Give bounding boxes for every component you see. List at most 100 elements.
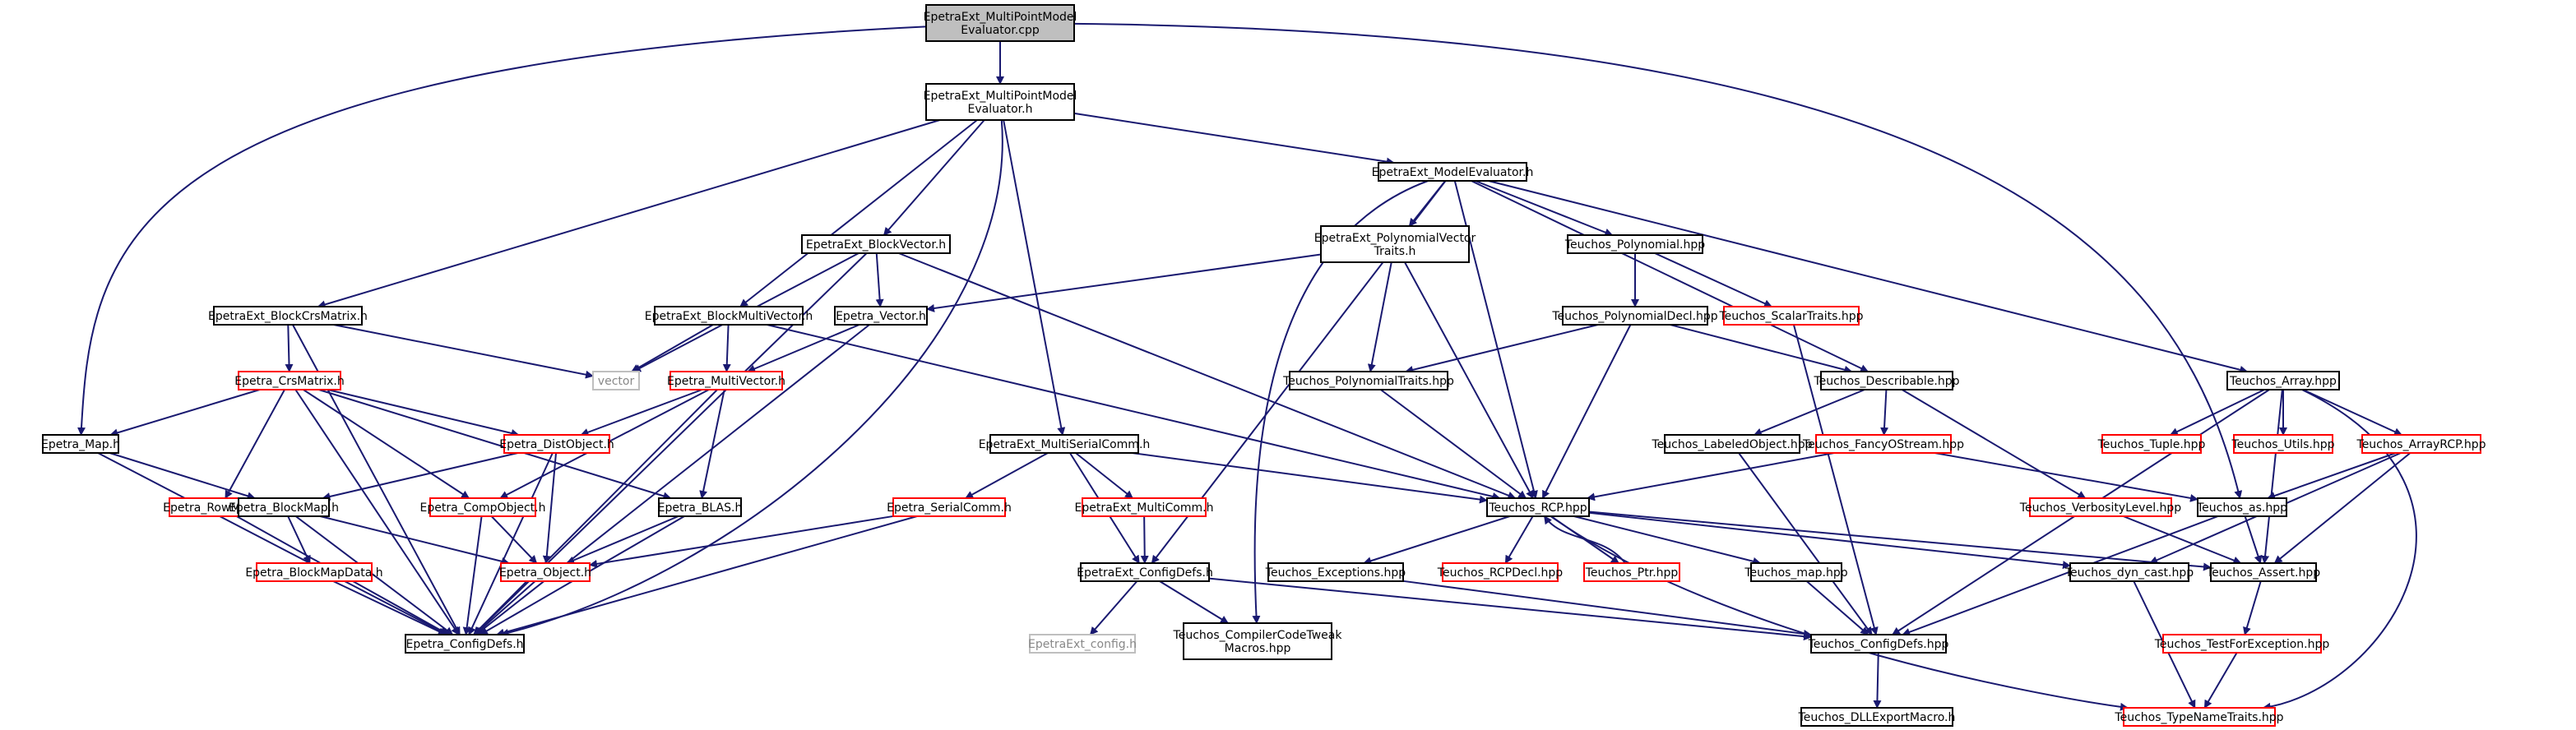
node-ext-config[interactable]: EpetraExt_ConfigDefs.h bbox=[1077, 562, 1213, 582]
node-blockmap-data[interactable]: Epetra_BlockMapData.h bbox=[245, 562, 383, 582]
node-array-rcp[interactable]: Teuchos_ArrayRCP.hpp bbox=[2356, 434, 2486, 454]
node-box bbox=[1723, 306, 1860, 326]
edge-root-to-epetra-map bbox=[77, 25, 927, 436]
node-comp-object[interactable]: Epetra_CompObject.h bbox=[420, 497, 546, 517]
node-describable[interactable]: Teuchos_Describable.hpp bbox=[1813, 371, 1960, 390]
edge-test-for-exc-to-type-name-traits bbox=[2203, 652, 2238, 709]
node-poly-traits-hpp[interactable]: Teuchos_PolynomialTraits.hpp bbox=[1282, 371, 1454, 390]
node-model-eval[interactable]: EpetraExt_ModelEvaluator.h bbox=[1372, 162, 1534, 182]
node-verbosity[interactable]: Teuchos_VerbosityLevel.hpp bbox=[2019, 497, 2182, 517]
node-poly-decl[interactable]: Teuchos_PolynomialDecl.hpp bbox=[1551, 306, 1718, 326]
node-exceptions[interactable]: Teuchos_Exceptions.hpp bbox=[1265, 562, 1406, 582]
edge-teuchos-config-to-dll-export bbox=[1873, 652, 1882, 709]
node-box bbox=[925, 83, 1075, 121]
node-block-crs[interactable]: EpetraExt_BlockCrsMatrix.h bbox=[208, 306, 368, 326]
node-rcp-decl[interactable]: Teuchos_RCPDecl.hpp bbox=[1437, 562, 1564, 582]
node-label: Epetra_CrsMatrix.h bbox=[234, 375, 344, 388]
edge-poly-traits-h-to-epetra-vector bbox=[926, 253, 1322, 312]
node-epetra-vector[interactable]: Epetra_Vector.h bbox=[834, 306, 928, 326]
node-test-for-exc[interactable]: Teuchos_TestForException.hpp bbox=[2154, 634, 2330, 654]
node-label: Teuchos_Utils.hpp bbox=[2231, 438, 2335, 451]
node-box bbox=[503, 434, 610, 454]
node-epetra-blas[interactable]: Epetra_BLAS.h bbox=[658, 497, 743, 517]
edge-ext-multi-comm-to-ext-config bbox=[1140, 515, 1149, 564]
node-serial-comm[interactable]: Epetra_SerialComm.h bbox=[887, 497, 1012, 517]
node-type-name-traits[interactable]: Teuchos_TypeNameTraits.hpp bbox=[2114, 707, 2284, 727]
edge-scalar-traits-to-teuchos-config bbox=[1792, 324, 1879, 635]
node-teuchos-map[interactable]: Teuchos_map.hpp bbox=[1744, 562, 1848, 582]
edge-array-rcp-to-teuchos-as bbox=[2267, 452, 2397, 500]
node-dyn-cast[interactable]: Teuchos_dyn_cast.hpp bbox=[2064, 562, 2194, 582]
node-box bbox=[2197, 497, 2287, 517]
node-teuchos-rcp[interactable]: Teuchos_RCP.hpp bbox=[1486, 497, 1590, 517]
node-label: vector bbox=[598, 375, 635, 388]
edge-mpme-h-to-block-crs bbox=[317, 119, 941, 309]
node-scalar-traits[interactable]: Teuchos_ScalarTraits.hpp bbox=[1718, 306, 1864, 326]
node-box bbox=[405, 634, 525, 654]
edge-block-mv-to-vector bbox=[631, 324, 714, 372]
edge-dist-object-to-block-map bbox=[322, 452, 518, 501]
node-label: Epetra_ConfigDefs.h bbox=[405, 638, 523, 651]
edge-assert-to-test-for-exc bbox=[2243, 580, 2262, 635]
edge-model-eval-to-describable bbox=[1471, 180, 1869, 372]
edge-ext-config-to-teuchos-config bbox=[1208, 577, 1812, 641]
node-teuchos-config[interactable]: Teuchos_ConfigDefs.hpp bbox=[1808, 634, 1949, 654]
node-crs-matrix[interactable]: Epetra_CrsMatrix.h bbox=[234, 371, 345, 390]
node-block-vector[interactable]: EpetraExt_BlockVector.h bbox=[801, 234, 951, 254]
node-assert[interactable]: Teuchos_Assert.hpp bbox=[2206, 562, 2320, 582]
node-label: Teuchos_RCP.hpp bbox=[1488, 501, 1587, 515]
node-utils[interactable]: Teuchos_Utils.hpp bbox=[2231, 434, 2335, 454]
node-box bbox=[654, 306, 804, 326]
edge-block-crs-to-crs-matrix bbox=[285, 324, 294, 372]
node-label: Teuchos_PolynomialDecl.hpp bbox=[1551, 310, 1717, 323]
node-box bbox=[1810, 634, 1947, 654]
node-box bbox=[1378, 162, 1527, 182]
node-dll-export[interactable]: Teuchos_DLLExportMacro.h bbox=[1798, 707, 1956, 727]
node-dist-object[interactable]: Epetra_DistObject.h bbox=[499, 434, 614, 454]
edge-epetra-vector-to-multivector bbox=[747, 324, 860, 373]
node-epetra-object[interactable]: Epetra_Object.h bbox=[499, 562, 591, 582]
node-ptr[interactable]: Teuchos_Ptr.hpp bbox=[1583, 562, 1680, 582]
node-block-map[interactable]: Epetra_BlockMap.h bbox=[229, 497, 339, 517]
node-epetra-map[interactable]: Epetra_Map.h bbox=[41, 434, 120, 454]
edge-exceptions-to-teuchos-config bbox=[1402, 580, 1812, 638]
edge-mpme-h-to-epetra-config bbox=[500, 119, 1003, 637]
node-box bbox=[2226, 371, 2340, 390]
node-epetra-config[interactable]: Epetra_ConfigDefs.h bbox=[405, 634, 525, 654]
node-teuchos-poly[interactable]: Teuchos_Polynomial.hpp bbox=[1564, 234, 1705, 254]
node-block-mv[interactable]: EpetraExt_BlockMultiVector.h bbox=[645, 306, 813, 326]
edge-multivector-to-epetra-config bbox=[473, 389, 718, 635]
edge-teuchos-as-to-teuchos-config bbox=[1902, 515, 2219, 636]
node-label: Teuchos_map.hpp bbox=[1744, 566, 1847, 580]
node-teuchos-array[interactable]: Teuchos_Array.hpp bbox=[2226, 371, 2340, 390]
node-box bbox=[669, 371, 783, 390]
node-label: Evaluator.cpp bbox=[961, 24, 1040, 37]
node-box bbox=[1320, 225, 1470, 263]
edge-root-to-teuchos-as bbox=[1073, 22, 2243, 499]
node-label: Teuchos_Exceptions.hpp bbox=[1265, 566, 1406, 580]
node-box bbox=[1800, 707, 1953, 727]
node-ext-multi-comm[interactable]: EpetraExt_MultiComm.h bbox=[1075, 497, 1214, 517]
node-tuple[interactable]: Teuchos_Tuple.hpp bbox=[2097, 434, 2206, 454]
node-multivector[interactable]: Epetra_MultiVector.h bbox=[667, 371, 785, 390]
node-box bbox=[213, 306, 363, 326]
node-box bbox=[256, 562, 373, 582]
edge-fancy-ostream-to-teuchos-rcp bbox=[1587, 452, 1835, 501]
edge-fancy-ostream-to-teuchos-as bbox=[1934, 452, 2198, 502]
node-label: Teuchos_Polynomial.hpp bbox=[1564, 238, 1705, 252]
edge-multi-serial-comm-to-teuchos-rcp bbox=[1132, 452, 1488, 504]
node-multi-serial-comm[interactable]: EpetraExt_MultiSerialComm.h bbox=[979, 434, 1151, 454]
node-label: Teuchos_PolynomialTraits.hpp bbox=[1282, 375, 1454, 388]
node-label: Teuchos_TestForException.hpp bbox=[2154, 638, 2330, 651]
node-teuchos-as[interactable]: Teuchos_as.hpp bbox=[2196, 497, 2287, 517]
node-fancy-ostream[interactable]: Teuchos_FancyOStream.hpp bbox=[1802, 434, 1964, 454]
edge-teuchos-array-to-assert bbox=[2261, 389, 2283, 564]
node-labeled-object[interactable]: Teuchos_LabeledObject.hpp bbox=[1651, 434, 1813, 454]
edge-teuchos-poly-to-scalar-traits bbox=[1654, 252, 1772, 307]
node-box bbox=[834, 306, 928, 326]
